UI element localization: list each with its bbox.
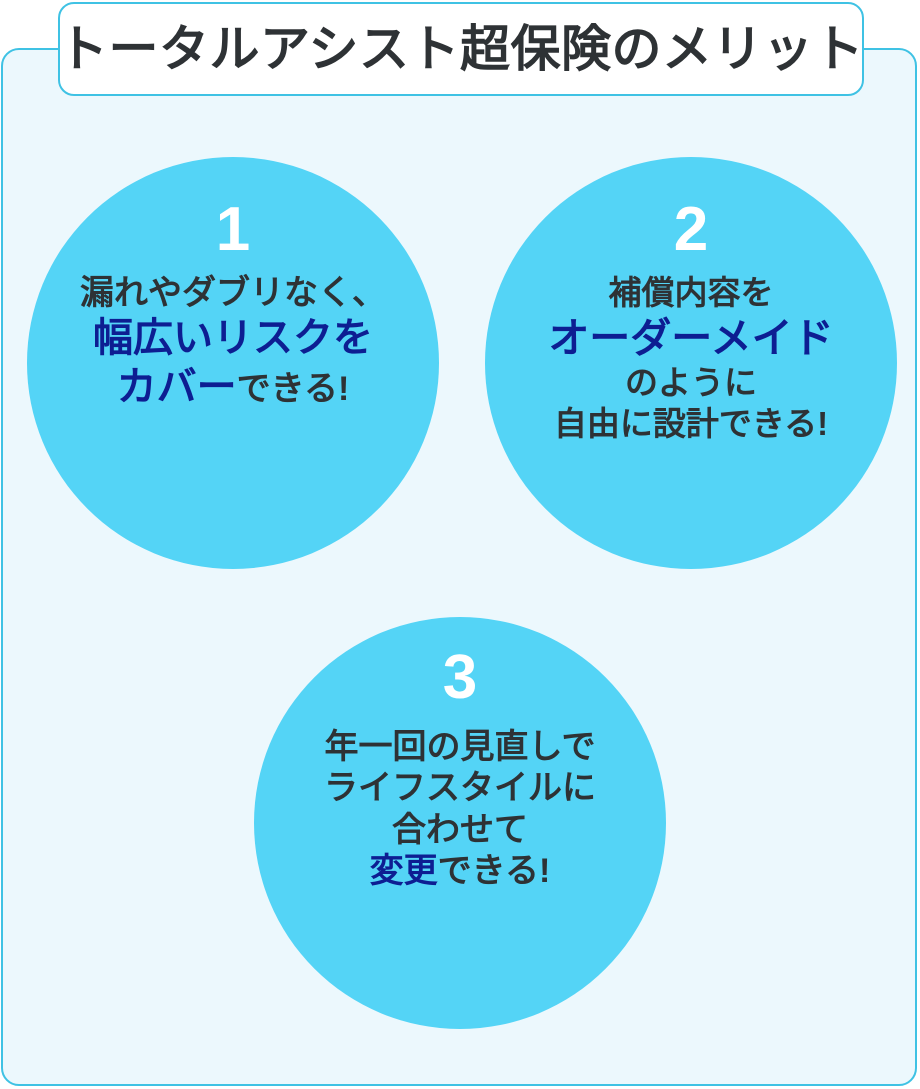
- merit-text-line: 年一回の見直しで: [264, 727, 656, 768]
- merit-text-2: 補償内容をオーダーメイドのように自由に設計できる!: [485, 273, 897, 444]
- merit-text-line: オーダーメイド: [495, 313, 887, 363]
- merit-text-segment: できる!: [437, 852, 551, 891]
- merit-text-segment: カバー: [116, 365, 237, 410]
- merit-text-segment: 合わせて: [392, 810, 528, 849]
- merit-text-line: 漏れやダブリなく、: [37, 273, 429, 314]
- merit-title-box: トータルアシスト超保険のメリット: [58, 2, 864, 96]
- merit-text-line: カバーできる!: [37, 363, 429, 412]
- merit-circle-3: 3 年一回の見直しでライフスタイルに合わせて変更できる!: [254, 617, 666, 1029]
- merit-text-line: ライフスタイルに: [264, 768, 656, 809]
- merit-circle-2: 2 補償内容をオーダーメイドのように自由に設計できる!: [485, 157, 897, 569]
- merit-text-1: 漏れやダブリなく、幅広いリスクをカバーできる!: [27, 273, 439, 412]
- merit-text-segment: のように: [625, 364, 757, 402]
- merit-number-2: 2: [673, 195, 709, 264]
- merit-text-line: 幅広いリスクを: [37, 314, 429, 363]
- merit-text-segment: 幅広いリスクを: [93, 316, 373, 361]
- merit-text-line: 補償内容を: [495, 273, 887, 313]
- merit-text-segment: 補償内容を: [608, 274, 774, 311]
- merit-text-line: のように: [495, 363, 887, 403]
- merit-text-line: 変更できる!: [264, 851, 656, 892]
- merit-text-segment: 年一回の見直しで: [324, 728, 596, 766]
- merit-text-segment: 変更: [369, 852, 438, 891]
- merit-text-segment: オーダーメイド: [548, 315, 834, 362]
- merit-text-line: 自由に設計できる!: [495, 404, 887, 444]
- merit-text-3: 年一回の見直しでライフスタイルに合わせて変更できる!: [254, 727, 666, 893]
- merit-text-segment: 自由に設計できる!: [553, 404, 829, 442]
- merit-text-line: 合わせて: [264, 810, 656, 851]
- page-title: トータルアシスト超保険のメリット: [58, 21, 864, 77]
- merit-text-segment: できる!: [236, 370, 350, 409]
- merit-number-3: 3: [442, 643, 478, 712]
- merit-text-segment: ライフスタイルに: [324, 769, 596, 808]
- merit-circle-1: 1 漏れやダブリなく、幅広いリスクをカバーできる!: [27, 157, 439, 569]
- merit-number-1: 1: [215, 195, 251, 264]
- merit-text-segment: 漏れやダブリなく、: [80, 274, 386, 312]
